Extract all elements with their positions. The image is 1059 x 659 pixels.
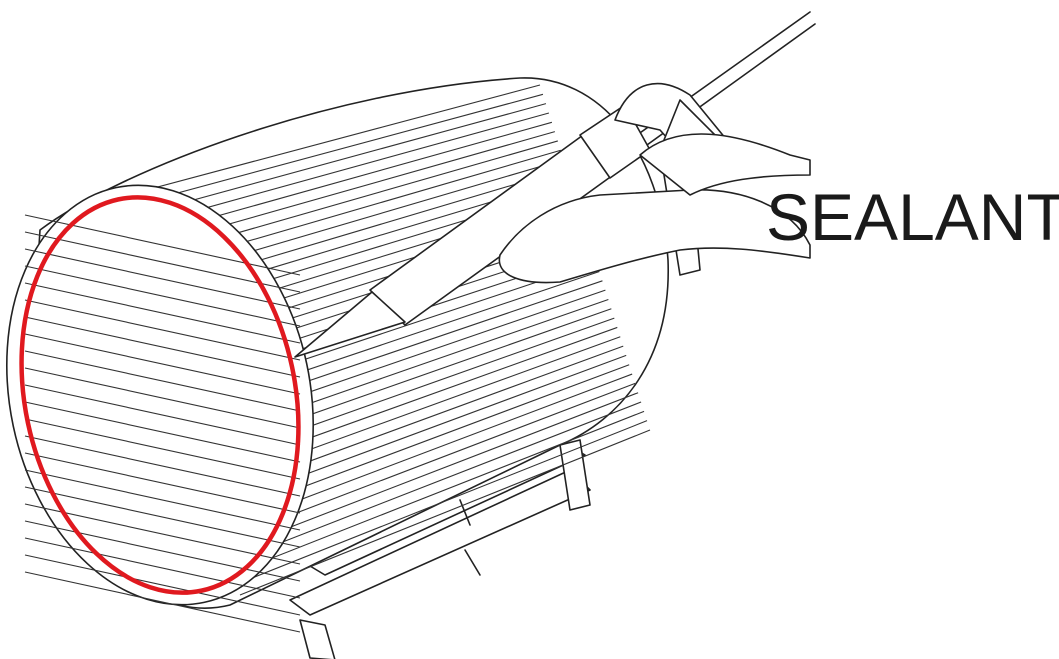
end-board (24, 384, 301, 446)
end-board (24, 537, 301, 599)
barrel-stave (223, 392, 639, 554)
end-board (24, 333, 301, 395)
end-board (24, 265, 301, 327)
end-board (24, 350, 301, 412)
end-board (24, 571, 301, 633)
sealant-label: SEALANT (766, 180, 1059, 254)
end-board (24, 299, 301, 361)
barrel-stave (231, 410, 645, 575)
barrel-stave (89, 84, 541, 206)
end-board (24, 520, 301, 582)
barrel-stave (239, 429, 651, 596)
end-board (24, 435, 301, 497)
end-board (24, 248, 301, 310)
end-board (24, 452, 301, 514)
hand-icon (498, 133, 811, 284)
sealant-ring (19, 195, 301, 595)
end-board (24, 503, 301, 565)
end-board (24, 367, 301, 429)
barrel-stave (227, 401, 642, 564)
end-board (24, 469, 301, 531)
end-board (24, 486, 301, 548)
end-board (24, 282, 301, 344)
end-board (24, 418, 301, 480)
end-board (24, 554, 301, 616)
end-board (24, 231, 301, 293)
barrel-stave (235, 420, 648, 585)
end-boards (24, 214, 301, 633)
barrel-end (6, 184, 314, 633)
end-board (24, 316, 301, 378)
end-board (24, 401, 301, 463)
